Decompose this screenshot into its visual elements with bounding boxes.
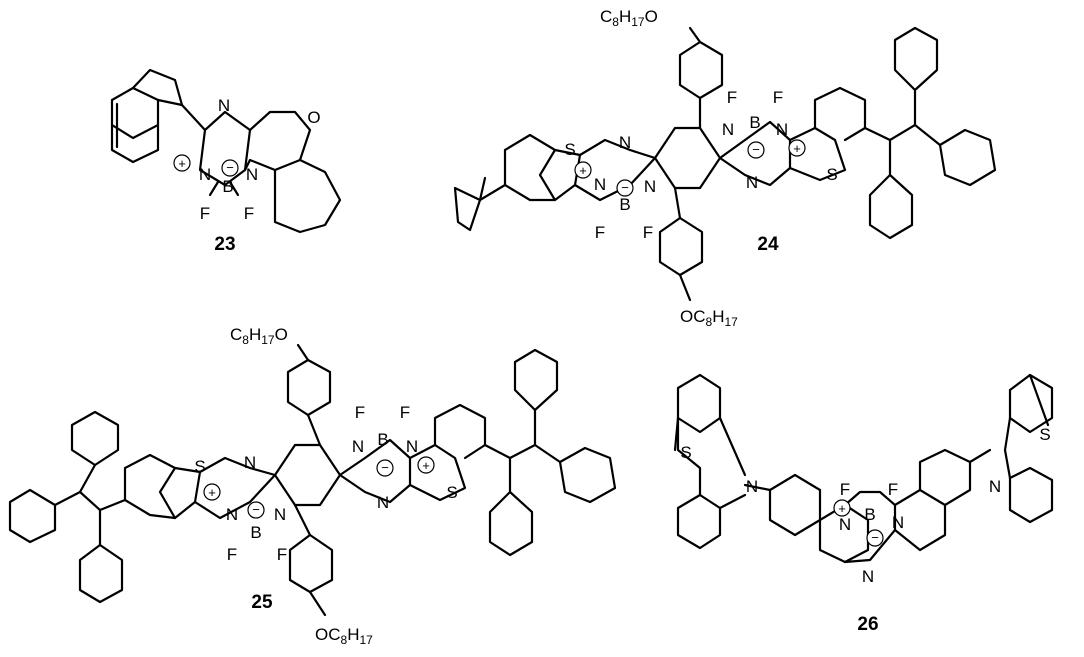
compound-24: C8H17O OC8H17 S N N N B	[453, 7, 997, 329]
atom-n: N	[244, 453, 256, 472]
substituent-c8h17o-top: C8H17O	[230, 325, 288, 347]
negative-charge-icon	[247, 501, 265, 519]
charge-minus: −	[871, 530, 879, 545]
atom-s: S	[826, 165, 837, 184]
atom-f: F	[244, 204, 254, 223]
atom-n: N	[746, 477, 758, 496]
atom-s: S	[680, 443, 691, 462]
positive-charge-icon	[788, 139, 806, 157]
atom-n: N	[226, 505, 238, 524]
atom-n: N	[274, 505, 286, 524]
atom-s: S	[446, 483, 457, 502]
positive-charge-icon	[417, 456, 435, 474]
charge-minus: −	[621, 180, 629, 195]
atom-b: B	[749, 113, 760, 132]
atom-n: N	[406, 437, 418, 456]
atom-s: S	[1039, 425, 1050, 444]
atom-n: N	[839, 515, 851, 534]
atom-n: N	[619, 133, 631, 152]
atom-s: S	[194, 457, 205, 476]
atom-b: B	[250, 523, 261, 542]
atom-b: B	[222, 177, 233, 196]
charge-minus: −	[252, 502, 260, 517]
atom-n: N	[246, 165, 258, 184]
charge-plus: +	[178, 156, 186, 171]
compound-label-24: 24	[757, 234, 779, 255]
charge-minus: −	[226, 160, 234, 175]
atom-n: N	[862, 567, 874, 586]
atom-n: N	[892, 513, 904, 532]
negative-charge-icon	[376, 459, 394, 477]
atom-f: F	[227, 545, 237, 564]
atom-f: F	[888, 480, 898, 499]
charge-plus: +	[208, 485, 216, 500]
atom-f: F	[200, 204, 210, 223]
atom-b: B	[619, 195, 630, 214]
atom-o: O	[307, 108, 320, 127]
atom-f: F	[400, 403, 410, 422]
atom-n: N	[722, 120, 734, 139]
compound-26: S N N B N F F N N S + − 26	[673, 373, 1054, 635]
atom-n: N	[776, 120, 788, 139]
compound-label-26: 26	[857, 614, 878, 635]
atom-f: F	[840, 480, 850, 499]
atom-n: N	[377, 493, 389, 512]
atom-n: N	[989, 477, 1001, 496]
compound-label-23: 23	[214, 234, 235, 255]
negative-charge-icon	[747, 141, 765, 159]
atom-f: F	[277, 545, 287, 564]
compound-label-25: 25	[251, 592, 273, 613]
atom-n: N	[199, 165, 211, 184]
atom-n: N	[644, 177, 656, 196]
positive-charge-icon	[203, 483, 221, 501]
substituent-oc8h17-bottom: OC8H17	[680, 307, 738, 329]
atom-s: S	[564, 140, 575, 159]
charge-plus: +	[793, 141, 801, 156]
atom-b: B	[377, 430, 388, 449]
negative-charge-icon	[616, 179, 634, 197]
positive-charge-icon	[574, 161, 592, 179]
atom-n: N	[352, 437, 364, 456]
charge-minus: −	[752, 142, 760, 157]
negative-charge-icon	[866, 529, 884, 547]
atom-n: N	[218, 96, 230, 115]
charge-plus: +	[838, 501, 846, 516]
atom-f: F	[595, 223, 605, 242]
charge-plus: +	[579, 163, 587, 178]
atom-b: B	[864, 505, 875, 524]
positive-charge-icon	[173, 154, 191, 172]
atom-f: F	[727, 88, 737, 107]
negative-charge-icon	[221, 159, 239, 177]
substituent-c8h17o-top: C8H17O	[600, 7, 658, 29]
charge-minus: −	[381, 460, 389, 475]
atom-f: F	[773, 88, 783, 107]
atom-f: F	[355, 403, 365, 422]
compound-25: C8H17O OC8H17 S N	[8, 325, 617, 647]
atom-f: F	[643, 223, 653, 242]
positive-charge-icon	[833, 499, 851, 517]
atom-n: N	[594, 175, 606, 194]
atom-n: N	[746, 173, 758, 192]
charge-plus: +	[422, 458, 430, 473]
compound-23: N N N B O F F + − 23	[110, 68, 342, 255]
substituent-oc8h17-bottom: OC8H17	[315, 625, 373, 647]
